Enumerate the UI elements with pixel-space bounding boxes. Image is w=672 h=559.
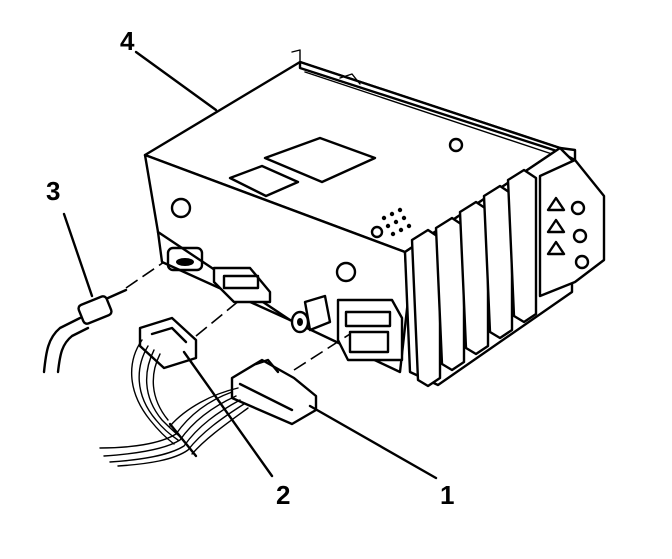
top-label-large bbox=[263, 136, 377, 184]
heat-sink-fins bbox=[410, 168, 538, 388]
connector-socket-b bbox=[336, 298, 404, 362]
connector-1-ridge bbox=[238, 382, 294, 412]
connector-socket-b-slot bbox=[344, 310, 392, 328]
antenna-lead bbox=[42, 288, 128, 374]
antenna-cable bbox=[42, 316, 82, 374]
connector-2-guide-line bbox=[195, 299, 241, 337]
rail-detail-line bbox=[304, 71, 556, 156]
antenna-socket bbox=[166, 246, 204, 272]
connector-1-body bbox=[230, 358, 318, 426]
connector-1-latch bbox=[254, 358, 280, 374]
connector-socket-b-frame bbox=[348, 330, 390, 354]
antenna-plug-tip bbox=[106, 288, 128, 300]
heat-sink bbox=[403, 146, 606, 388]
connector-socket-a-slot bbox=[222, 274, 260, 290]
callout-label-3: 3 bbox=[46, 176, 60, 206]
connector-1-guide-line bbox=[293, 333, 351, 371]
antenna-socket-hole bbox=[176, 258, 194, 266]
connector-2-top-detail bbox=[150, 326, 188, 344]
callout-label-1: 1 bbox=[440, 480, 454, 510]
vent-dots bbox=[381, 207, 412, 237]
harness-wrap-band bbox=[168, 422, 198, 458]
antenna-post bbox=[290, 294, 332, 334]
leader-line-3 bbox=[62, 212, 94, 298]
bracket-holes bbox=[546, 196, 590, 270]
wire-harness-bundle bbox=[99, 387, 249, 467]
antenna-cable-outer bbox=[56, 326, 90, 374]
harness-connector-2 bbox=[131, 316, 198, 445]
front-screw-hole-right bbox=[335, 261, 357, 283]
corner-screw bbox=[370, 225, 384, 239]
callout-label-2: 2 bbox=[276, 480, 290, 510]
rail-tab bbox=[291, 49, 301, 63]
leader-line-1 bbox=[308, 404, 438, 480]
top-screw bbox=[448, 137, 464, 153]
front-screw-hole-left bbox=[170, 197, 192, 219]
connector-2-body bbox=[138, 316, 198, 370]
harness-connector-1 bbox=[230, 358, 318, 426]
top-label-small bbox=[228, 164, 300, 198]
rail-notch bbox=[339, 73, 361, 85]
leader-line-2 bbox=[182, 350, 274, 478]
callout-label-4: 4 bbox=[120, 26, 135, 56]
leader-line-4 bbox=[134, 50, 218, 112]
antenna-guide-line bbox=[125, 261, 165, 289]
antenna-plug-body bbox=[77, 295, 113, 325]
